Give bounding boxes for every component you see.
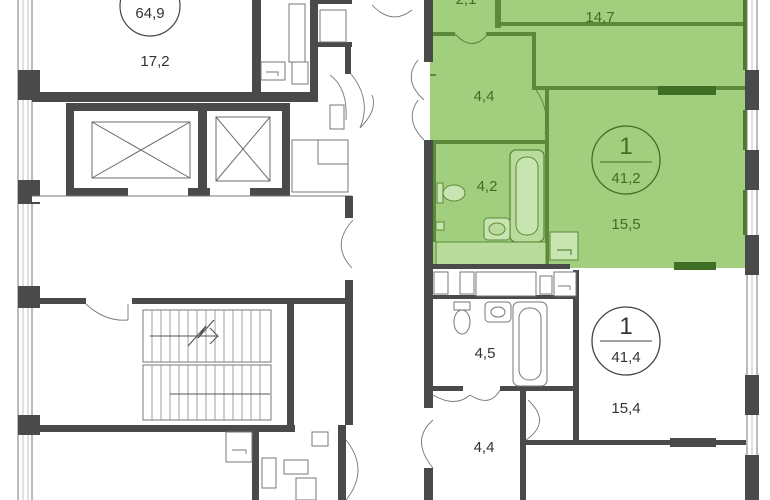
selected-hall-area: 4,4: [474, 88, 495, 105]
selected-bath-area: 4,2: [477, 178, 498, 195]
lower-hall-area: 4,4: [474, 439, 495, 456]
lower-right-apartment-rooms: 1: [619, 313, 632, 340]
top-left-apartment-badge[interactable]: [119, 0, 181, 37]
selected-partial-room-area: 2,1: [456, 0, 477, 8]
selected-apartment-rooms: 1: [619, 133, 632, 160]
top-left-apartment-area: 64,9: [135, 5, 164, 22]
selected-apartment[interactable]: [430, 0, 747, 270]
selected-living-area: 14,7: [585, 9, 614, 26]
fixtures: [225, 3, 577, 500]
walls: [17, 0, 759, 500]
lower-bath-area: 4,5: [475, 345, 496, 362]
selected-apartment-badge[interactable]: [591, 125, 661, 195]
labels: 64,9 17,2 2,1 14,7 4,4 4,2 15,5 1 41,2 1…: [119, 0, 661, 456]
selected-bedroom-area: 15,5: [611, 216, 640, 233]
staircase: [142, 309, 272, 421]
top-left-room-area: 17,2: [140, 53, 169, 70]
lower-room-area: 15,4: [611, 400, 640, 417]
selected-apartment-area: 41,2: [611, 170, 640, 187]
doors: [85, 4, 540, 500]
lower-right-apartment-area: 41,4: [611, 349, 640, 366]
selected-apartment-fill: [430, 0, 745, 268]
